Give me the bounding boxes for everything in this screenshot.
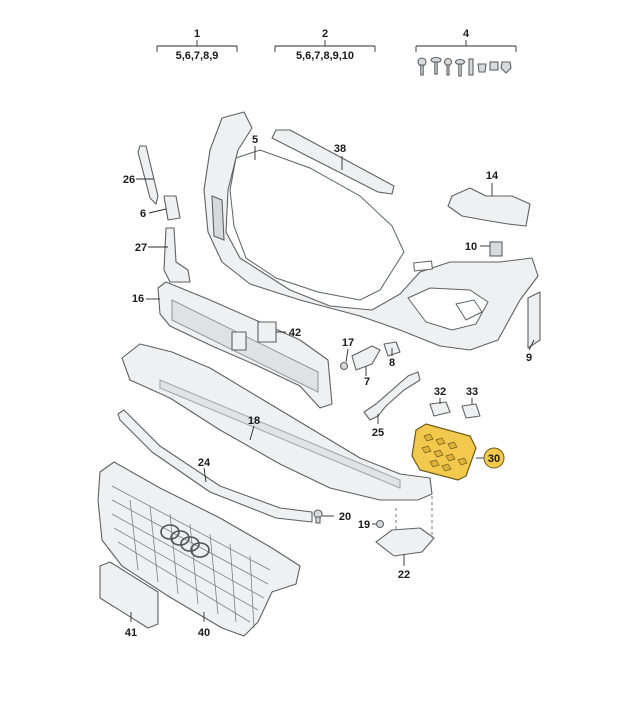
side-strip-left	[137, 145, 159, 205]
upper-trim-strip	[271, 129, 395, 195]
lower-trim-strip	[117, 409, 313, 523]
vertical-bracket	[163, 227, 191, 283]
label-10: 10	[465, 241, 477, 253]
label-27: 27	[135, 242, 147, 254]
group-2-number: 2	[322, 28, 328, 40]
group-4-number: 4	[463, 28, 470, 40]
screw-19	[375, 519, 385, 529]
label-5: 5	[252, 134, 258, 146]
label-26: 26	[123, 174, 135, 186]
label-7: 7	[364, 376, 370, 388]
group-2: 2 5,6,7,8,9,10	[274, 28, 376, 62]
license-plate-holder	[99, 561, 159, 629]
label-22: 22	[398, 569, 410, 581]
sensor-bracket	[257, 321, 277, 343]
clip-32	[429, 401, 451, 417]
cover-cap-7	[351, 345, 381, 371]
label-16: 16	[132, 293, 144, 305]
clip-33	[461, 403, 481, 419]
label-42: 42	[289, 327, 301, 339]
label-25: 25	[372, 427, 384, 439]
screw-20	[313, 509, 323, 524]
main-grille	[97, 461, 301, 637]
fastener-icons	[417, 56, 512, 77]
label-9: 9	[526, 352, 532, 364]
side-trim-right	[527, 291, 541, 349]
highlight-callout	[483, 447, 505, 469]
group-2-subparts: 5,6,7,8,9,10	[296, 50, 354, 62]
part-labels: 5 38 26 6 27 14 10 16 42 17 8 9 7 32 33 …	[123, 134, 532, 639]
rings-logo	[160, 524, 210, 558]
label-33: 33	[466, 386, 478, 398]
bumper-cover	[203, 111, 539, 351]
right-mount-bracket	[447, 187, 531, 227]
lower-bracket	[375, 527, 435, 557]
label-6: 6	[140, 208, 146, 220]
leader-lines	[130, 146, 535, 622]
small-bracket	[163, 195, 181, 221]
group-1-subparts: 5,6,7,8,9	[176, 50, 219, 62]
group-1: 1 5,6,7,8,9	[156, 28, 238, 62]
label-19: 19	[358, 519, 370, 531]
label-18: 18	[248, 415, 260, 427]
label-41: 41	[125, 627, 137, 639]
label-38: 38	[334, 143, 346, 155]
label-17: 17	[342, 337, 354, 349]
highlighted-honeycomb-insert	[411, 423, 477, 481]
label-20: 20	[339, 511, 351, 523]
label-24: 24	[198, 457, 211, 469]
label-8: 8	[389, 357, 395, 369]
grille-frame	[157, 281, 333, 409]
group-1-number: 1	[194, 28, 200, 40]
label-40: 40	[198, 627, 210, 639]
lower-spoiler	[121, 343, 433, 501]
curved-trim	[363, 371, 421, 421]
label-14: 14	[486, 170, 499, 182]
screw-17	[339, 361, 349, 371]
group-4: 4	[415, 28, 517, 77]
label-32: 32	[434, 386, 446, 398]
clip-10	[489, 241, 503, 257]
label-30: 30	[488, 453, 500, 465]
